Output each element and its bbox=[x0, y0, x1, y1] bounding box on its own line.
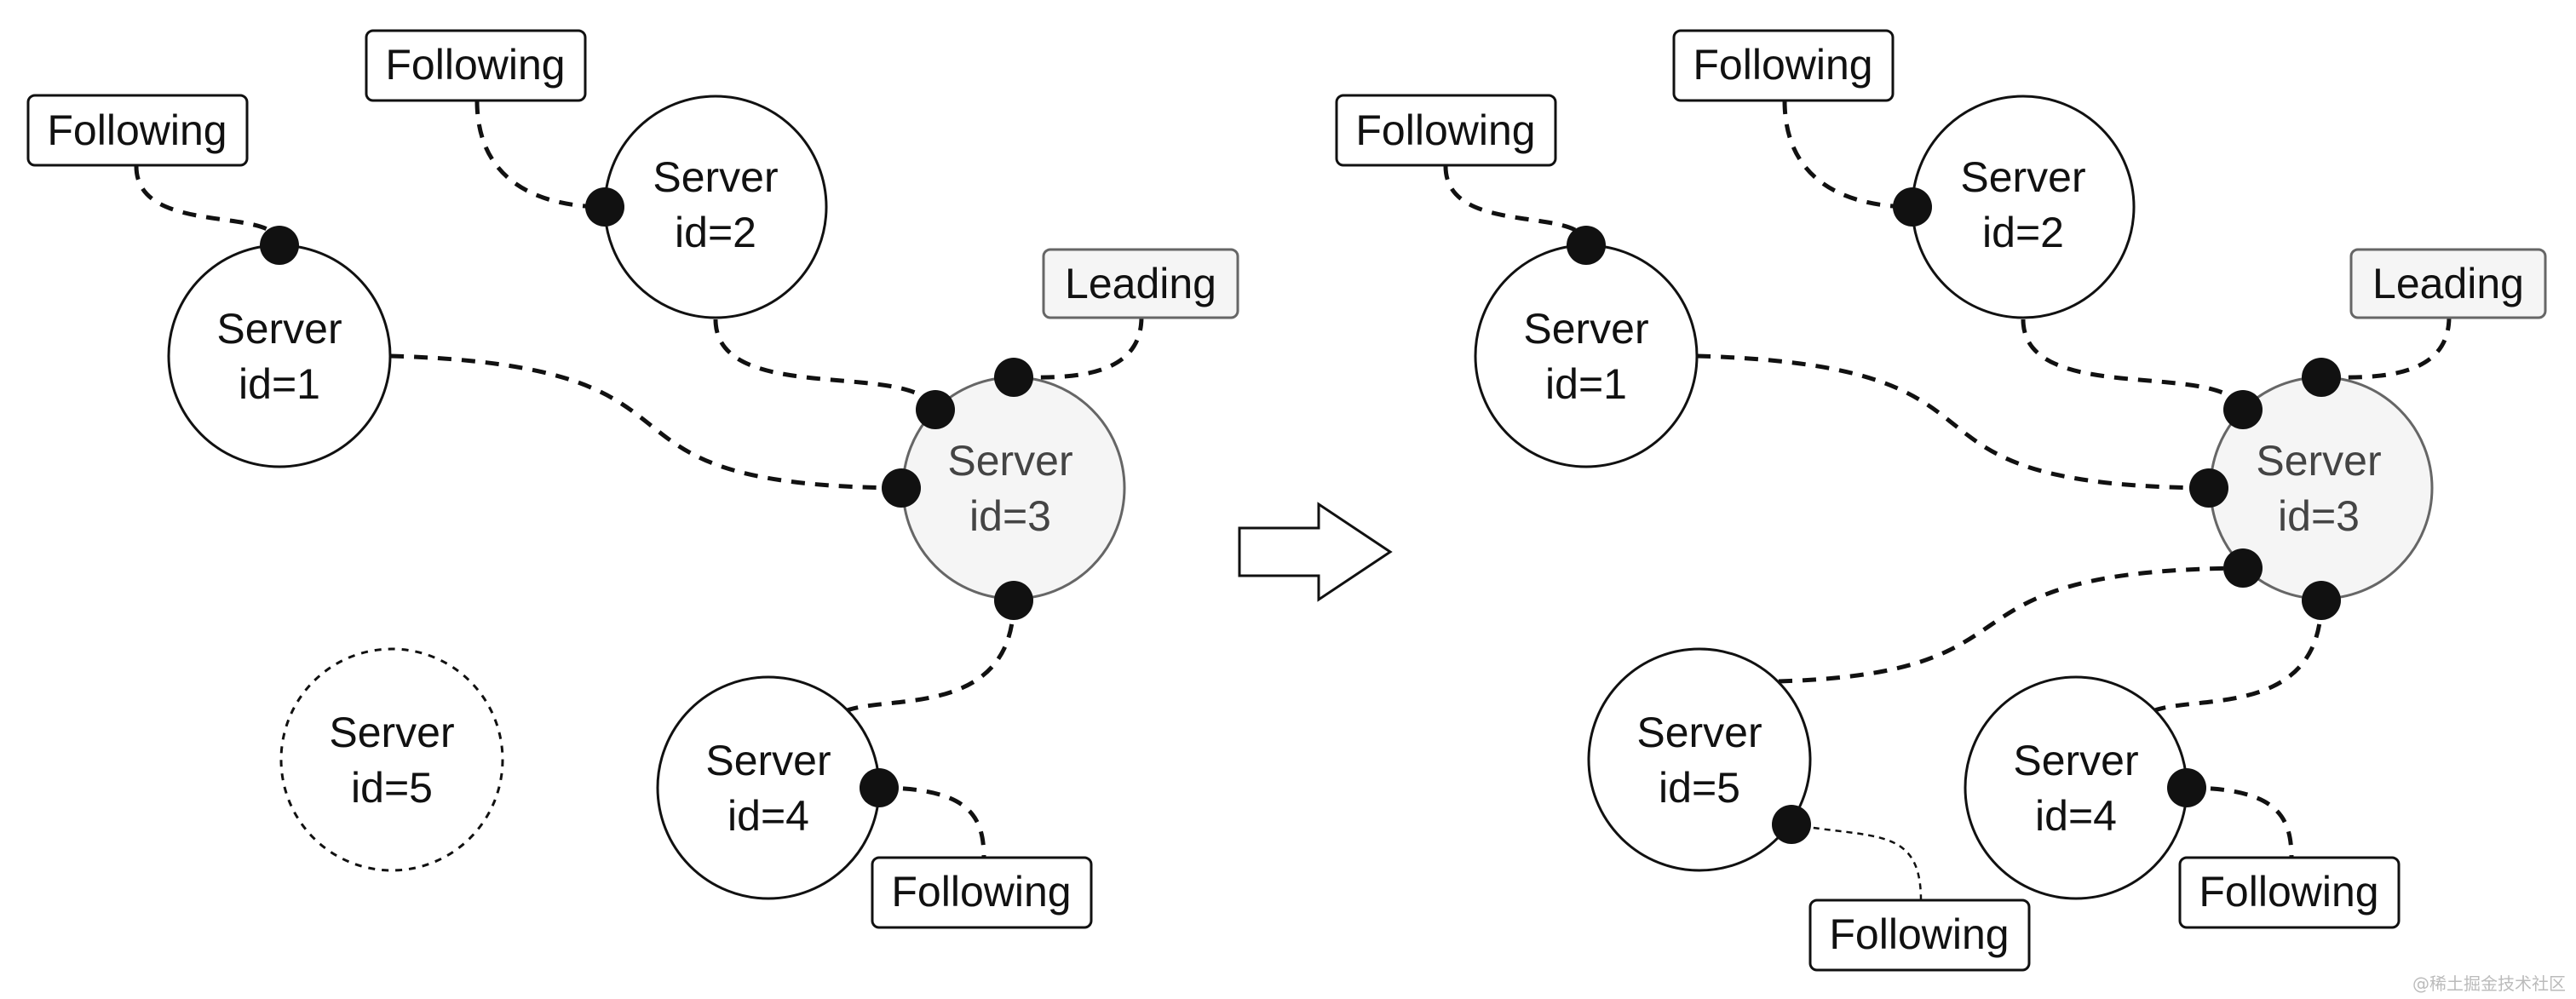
right-label-server5-text: Following bbox=[1829, 910, 2009, 958]
right-server-5-line2: id=5 bbox=[1659, 764, 1740, 812]
left-dot-server2-left bbox=[585, 187, 624, 227]
right-conn-server5-server3 bbox=[1778, 566, 2244, 684]
left-conn-label2-server2 bbox=[474, 100, 606, 210]
left-panel: Server id=1 Server id=2 Server id=3 Serv… bbox=[26, 29, 1239, 929]
right-server-2-circle bbox=[1911, 95, 2136, 319]
left-server-5-line2: id=5 bbox=[351, 764, 433, 812]
right-server-2-line1: Server bbox=[1960, 153, 2085, 201]
right-dot-server4-right bbox=[2167, 768, 2206, 807]
right-server-4-circle bbox=[1964, 675, 2188, 900]
right-conn-leading-server3 bbox=[2320, 316, 2452, 380]
right-server-3-line1: Server bbox=[2256, 437, 2381, 485]
left-dot-server3-bottom bbox=[994, 581, 1033, 620]
right-label-server4-text: Following bbox=[2199, 868, 2378, 916]
right-panel: Server id=1 Server id=2 Server id=3 Serv… bbox=[1335, 29, 2547, 972]
left-dot-server3-top bbox=[994, 358, 1033, 397]
right-dot-server3-left bbox=[2189, 468, 2228, 508]
left-label-server2-text: Following bbox=[385, 41, 565, 89]
right-dot-server3-bottomleft bbox=[2223, 548, 2263, 588]
right-server-3-line2: id=3 bbox=[2278, 492, 2360, 540]
right-conn-server3-server4 bbox=[2152, 600, 2324, 714]
transition-arrow bbox=[1238, 502, 1393, 602]
right-server-5-line1: Server bbox=[1636, 709, 1762, 756]
right-server-4-line1: Server bbox=[2013, 737, 2138, 784]
left-dot-server4-right bbox=[860, 768, 899, 807]
right-conn-server1-server3 bbox=[1696, 353, 2210, 491]
right-server-1-line2: id=1 bbox=[1545, 360, 1627, 408]
left-label-server1-text: Following bbox=[47, 106, 227, 154]
right-server-5-circle bbox=[1587, 647, 1812, 872]
right-dot-server1-top bbox=[1567, 226, 1606, 265]
right-conn-server5-label5 bbox=[1791, 823, 1923, 901]
left-dot-server3-left bbox=[882, 468, 921, 508]
left-server-1-line2: id=1 bbox=[239, 360, 320, 408]
right-label-server1-box bbox=[1335, 94, 1557, 167]
right-dot-server3-bottom bbox=[2302, 581, 2341, 620]
left-server-2-line1: Server bbox=[653, 153, 778, 201]
left-server-1-circle bbox=[167, 244, 392, 468]
left-server-4-circle bbox=[656, 675, 881, 900]
left-conn-server1-server3 bbox=[389, 353, 902, 491]
right-label-server3-text: Leading bbox=[2372, 260, 2524, 307]
left-server-5-circle bbox=[279, 647, 504, 872]
right-label-server2-box bbox=[1672, 29, 1895, 102]
right-conn-label2-server2 bbox=[1782, 100, 1913, 210]
left-conn-leading-server3 bbox=[1013, 316, 1144, 380]
left-conn-server2-server3 bbox=[713, 319, 938, 412]
left-label-server4-text: Following bbox=[891, 868, 1071, 916]
left-server-3-line1: Server bbox=[947, 437, 1072, 485]
left-conn-server4-label4 bbox=[878, 785, 986, 859]
left-server-2-line2: id=2 bbox=[675, 209, 756, 256]
right-label-server1-text: Following bbox=[1355, 106, 1535, 154]
right-dot-server3-top bbox=[2302, 358, 2341, 397]
left-conn-server3-server4 bbox=[844, 600, 1016, 714]
right-label-server5-box bbox=[1808, 899, 2031, 972]
right-dot-server5-bottomright bbox=[1772, 805, 1811, 844]
left-server-1-line1: Server bbox=[216, 305, 342, 353]
left-label-server2-box bbox=[365, 29, 587, 102]
right-dot-server3-topleft bbox=[2223, 390, 2263, 429]
left-server-4-line1: Server bbox=[705, 737, 831, 784]
right-label-server4-box bbox=[2178, 856, 2401, 929]
right-conn-server2-server3 bbox=[2021, 319, 2245, 412]
left-dot-server3-topleft bbox=[916, 390, 955, 429]
left-label-server3-box bbox=[1042, 248, 1239, 319]
right-label-server2-text: Following bbox=[1693, 41, 1872, 89]
left-label-server1-box bbox=[26, 94, 249, 167]
left-server-3-line2: id=3 bbox=[969, 492, 1051, 540]
watermark: @稀土掘金技术社区 bbox=[2412, 973, 2566, 994]
right-dot-server2-left bbox=[1893, 187, 1932, 227]
right-conn-server4-label4 bbox=[2186, 785, 2294, 859]
left-label-server4-box bbox=[871, 856, 1093, 929]
right-label-server3-box bbox=[2349, 248, 2547, 319]
left-server-2-circle bbox=[603, 95, 828, 319]
right-server-1-circle bbox=[1474, 244, 1699, 468]
left-server-5-line1: Server bbox=[329, 709, 454, 756]
left-server-4-line2: id=4 bbox=[727, 792, 809, 840]
left-conn-label1-server1 bbox=[134, 165, 282, 246]
right-conn-label1-server1 bbox=[1443, 165, 1589, 246]
right-server-2-line2: id=2 bbox=[1982, 209, 2064, 256]
right-server-1-line1: Server bbox=[1523, 305, 1648, 353]
left-dot-server1-top bbox=[260, 226, 299, 265]
left-label-server3-text: Leading bbox=[1065, 260, 1216, 307]
right-server-4-line2: id=4 bbox=[2035, 792, 2117, 840]
